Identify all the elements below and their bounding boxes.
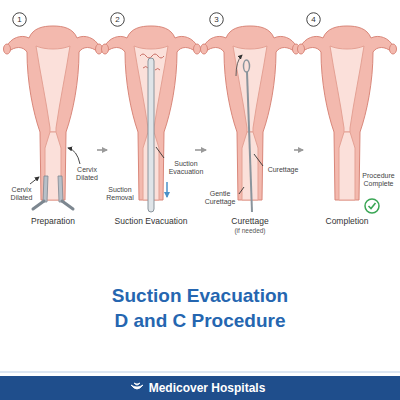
step-panel: Preparation 1: [10, 12, 96, 240]
label-slot: Procedure Complete: [362, 172, 395, 188]
leader-arrow: [30, 177, 39, 184]
speculum-handle: [33, 201, 44, 209]
diagram-title: Suction Evacuation D and C Procedure: [105, 283, 295, 333]
label-slot: Suction Removal: [104, 186, 136, 202]
uterus-figure: [4, 26, 103, 209]
step-caption: Curettage: [231, 216, 268, 226]
uterus-figure: [201, 26, 300, 212]
uterus-figure: [298, 26, 397, 213]
part-label: Curettage: [266, 166, 300, 174]
label-slot: Suction Evacuation: [167, 160, 205, 176]
footer-band: Medicover Hospitals: [0, 376, 400, 400]
divider-line: [0, 371, 400, 373]
title-slot: Suction Evacuation D and C Procedure: [105, 283, 295, 333]
uterine-cavity: [233, 46, 267, 132]
step-number: 3: [214, 15, 218, 25]
circle-outline: [13, 13, 27, 27]
step-arrow: [294, 149, 303, 151]
leader-line: [156, 147, 164, 158]
caption-group: Curettage(if needed): [207, 216, 293, 235]
step-panel: Curettage(if needed) 3: [207, 12, 293, 240]
step-panel: Completion 4: [304, 12, 390, 240]
label-slot: Gentle Curettage: [204, 190, 236, 206]
footer-bar: [0, 376, 400, 400]
curette-loop: [244, 60, 250, 72]
step-number-circle: 1: [12, 12, 27, 27]
part-label: Suction Evacuation: [167, 160, 205, 176]
circle-outline: [307, 13, 321, 27]
label-slot: Curettage: [266, 166, 300, 174]
flow-arrow: [166, 182, 168, 197]
leader-line: [254, 154, 263, 166]
step-caption: Suction Evacuation: [115, 216, 188, 226]
uterine-cavity: [36, 46, 70, 132]
part-label: Cervix Dilated: [5, 186, 38, 202]
caption-group: Suction Evacuation: [108, 216, 194, 226]
caption-group: Preparation: [10, 216, 96, 226]
speculum-blade: [58, 176, 63, 202]
check-mark: [369, 203, 376, 209]
step-number-circle: 4: [306, 12, 321, 27]
tissue: [140, 54, 164, 58]
step-caption: Completion: [326, 216, 369, 226]
caption-group: Completion: [304, 216, 390, 226]
step-number: 1: [17, 15, 21, 25]
uterus-outline: [7, 26, 99, 200]
motion-arrow: [236, 55, 242, 76]
leader-arrow: [68, 148, 80, 164]
cervical-canal: [339, 132, 355, 200]
part-label: Procedure Complete: [362, 172, 395, 188]
step-panel: Suction Evacuation 2: [108, 12, 194, 240]
part-label: Gentle Curettage: [204, 190, 236, 206]
uterus-figure: [102, 26, 201, 212]
part-label: Cervix Dilated: [72, 166, 102, 182]
circle-outline: [210, 13, 224, 27]
label-slot: Cervix Dilated: [72, 166, 102, 182]
step-number-circle: 3: [209, 12, 224, 27]
check-circle: [365, 199, 379, 213]
step-note: (if needed): [234, 226, 265, 235]
circle-outline: [111, 13, 125, 27]
suction-cannula: [148, 58, 154, 212]
step-arrow: [195, 149, 206, 151]
logo-icon: [131, 383, 143, 389]
step-caption: Preparation: [31, 216, 75, 226]
brand-name: Medicover Hospitals: [14, 376, 400, 400]
uterine-cavity: [330, 46, 364, 132]
speculum-blade: [43, 176, 48, 202]
label-slot: Cervix Dilated: [5, 186, 38, 202]
speculum-handle: [62, 201, 73, 209]
curette: [247, 72, 252, 212]
step-number: 2: [115, 15, 119, 25]
leader-line: [239, 187, 244, 194]
part-label: Suction Removal: [104, 186, 136, 202]
step-arrow: [97, 149, 107, 151]
step-number-circle: 2: [110, 12, 125, 27]
step-number: 4: [311, 15, 315, 25]
